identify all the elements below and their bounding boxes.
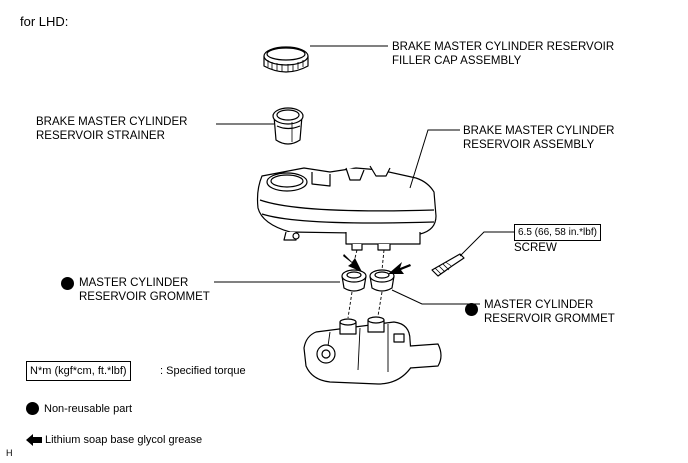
grommet-right-drawing: [369, 269, 395, 292]
reservoir-label: BRAKE MASTER CYLINDER RESERVOIR ASSEMBLY: [463, 125, 615, 151]
strainer-label: BRAKE MASTER CYLINDER RESERVOIR STRAINER: [36, 116, 188, 142]
grommet-left-label: MASTER CYLINDER RESERVOIR GROMMET: [79, 277, 210, 303]
non-reusable-legend-dot: [26, 402, 39, 415]
non-reusable-dot: [61, 277, 74, 290]
strainer-drawing: [272, 107, 304, 145]
filler-cap-label: BRAKE MASTER CYLINDER RESERVOIR FILLER C…: [392, 41, 615, 67]
screw-label: SCREW: [514, 242, 557, 254]
torque-value-box: 6.5 (66, 58 in.*lbf): [514, 224, 601, 241]
grease-arrow-left: [343, 254, 362, 272]
non-reusable-legend-text: Non-reusable part: [44, 403, 133, 415]
torque-unit-box: N*m (kgf*cm, ft.*lbf): [26, 361, 131, 381]
grommet-left-drawing: [341, 269, 367, 292]
corner-mark: H: [6, 448, 13, 458]
non-reusable-dot: [465, 303, 478, 316]
reservoir-drawing: [256, 165, 437, 251]
page-title: for LHD:: [20, 14, 69, 29]
torque-legend-text: : Specified torque: [160, 365, 246, 377]
master-cylinder-drawing: [303, 316, 442, 385]
screw-drawing: [431, 253, 465, 277]
grease-legend-text: Lithium soap base glycol grease: [45, 434, 203, 446]
grommet-right-label: MASTER CYLINDER RESERVOIR GROMMET: [484, 299, 615, 325]
grease-legend-arrow-icon: [26, 434, 42, 446]
grease-arrow-right: [388, 262, 411, 274]
filler-cap-drawing: [263, 46, 309, 73]
